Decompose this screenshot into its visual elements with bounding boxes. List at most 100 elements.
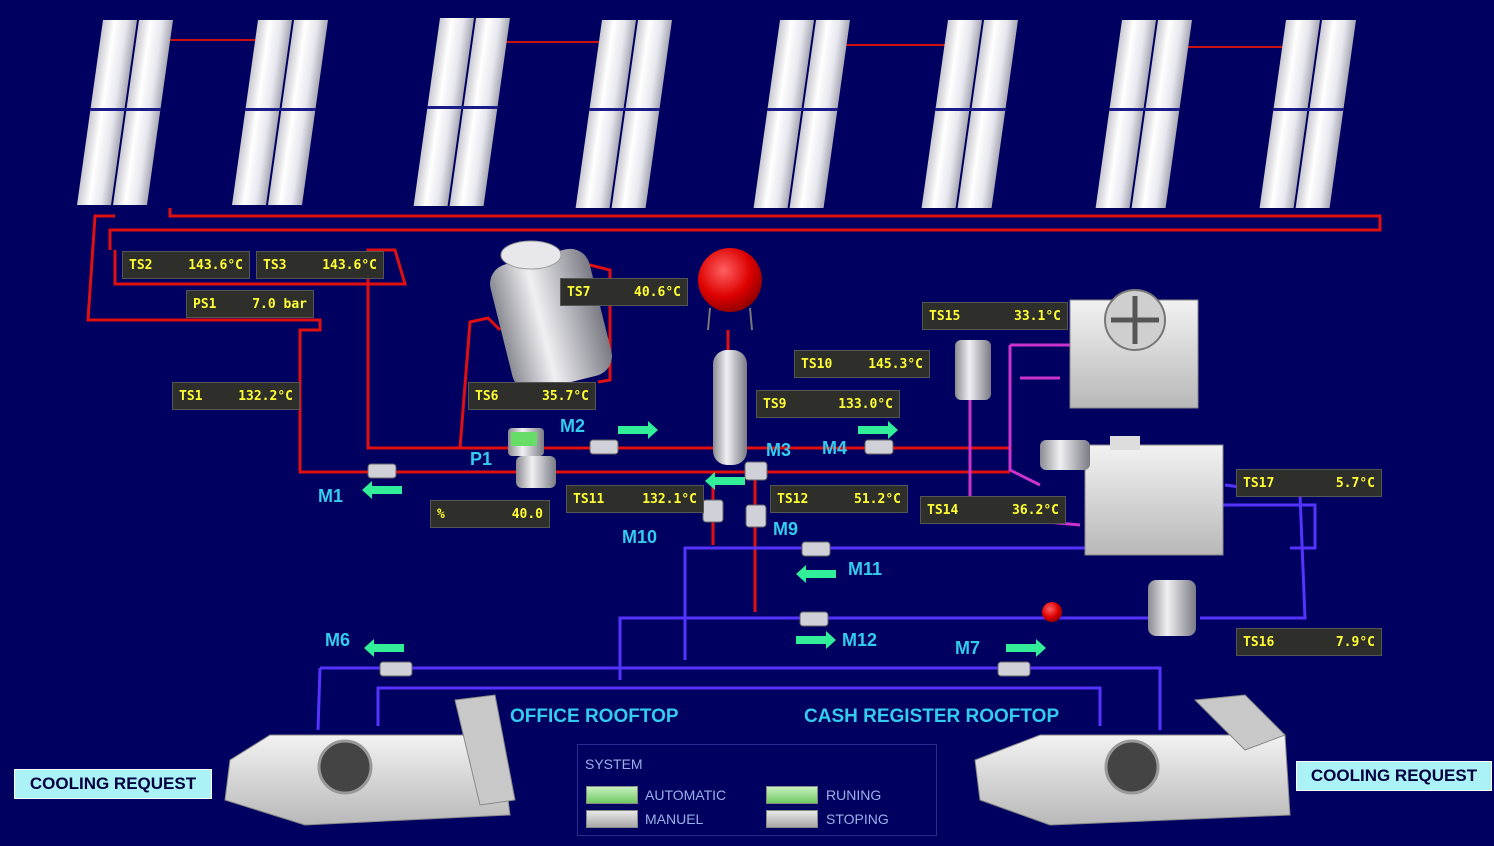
sensor-ts9-tag: TS9 xyxy=(763,396,787,412)
stoping-button[interactable] xyxy=(766,810,818,828)
label-m4[interactable]: M4 xyxy=(822,438,848,458)
label-m1: M1 xyxy=(318,486,344,506)
pump-cooling-tower xyxy=(955,340,991,400)
expansion-vessel xyxy=(698,248,762,331)
label-m12[interactable]: M12 xyxy=(842,630,878,650)
flow-arrows xyxy=(362,421,1046,657)
system-panel: SYSTEM AUTOMATIC MANUEL RUNING STOPING xyxy=(577,744,937,836)
arrow-m4 xyxy=(858,421,898,439)
label-m9[interactable]: M9 xyxy=(773,519,799,539)
collector-top-lines xyxy=(160,39,1290,48)
sensor-ts10-tag: TS10 xyxy=(801,356,833,372)
sensor-pump-speed-tag: % xyxy=(437,506,445,522)
sensor-ts1-value: 132.2°C xyxy=(238,388,293,404)
buffer-column xyxy=(713,350,747,465)
sensor-ts9: TS9 133.0°C xyxy=(756,390,900,418)
stoping-label: STOPING xyxy=(826,811,889,827)
pump-chilled xyxy=(1042,580,1196,636)
solar-collector-8 xyxy=(1259,20,1356,208)
sensor-ts16-tag: TS16 xyxy=(1243,634,1275,650)
valve-m3 xyxy=(744,461,768,481)
sensor-ts11: TS11 132.1°C xyxy=(566,485,704,513)
runing-button[interactable] xyxy=(766,786,818,804)
zone-office-rooftop: OFFICE ROOFTOP xyxy=(510,706,679,727)
solar-collector-4 xyxy=(575,20,672,208)
valve-m11 xyxy=(801,541,831,557)
sensor-ps1-tag: PS1 xyxy=(193,296,217,312)
absorption-chiller xyxy=(1040,436,1224,556)
sensor-ts16-value: 7.9°C xyxy=(1335,634,1375,650)
manuel-button[interactable] xyxy=(586,810,638,828)
label-m7[interactable]: M7 xyxy=(955,638,981,658)
sensor-ts7-tag: TS7 xyxy=(567,284,591,300)
sensor-ts15-value: 33.1°C xyxy=(1014,308,1061,324)
valve-m10 xyxy=(702,499,724,523)
cooling-request-cash[interactable]: COOLING REQUEST xyxy=(1296,761,1492,791)
sensor-ts15: TS15 33.1°C xyxy=(922,302,1068,330)
solar-collectors xyxy=(76,18,1356,208)
sensor-ts2-value: 143.6°C xyxy=(188,257,243,273)
office-rooftop-unit xyxy=(224,694,516,826)
sensor-ts12-value: 51.2°C xyxy=(854,491,901,507)
label-m6[interactable]: M6 xyxy=(325,630,351,650)
sensor-ts14: TS14 36.2°C xyxy=(920,496,1066,524)
sensor-ts7-value: 40.6°C xyxy=(634,284,681,300)
sensor-ts6-tag: TS6 xyxy=(475,388,499,404)
manuel-label: MANUEL xyxy=(645,811,704,827)
sensor-ts3-value: 143.6°C xyxy=(322,257,377,273)
system-title: SYSTEM xyxy=(585,756,643,772)
sensor-ts15-tag: TS15 xyxy=(929,308,961,324)
automatic-button[interactable] xyxy=(586,786,638,804)
cash-register-rooftop-unit xyxy=(974,694,1291,826)
solar-collector-3 xyxy=(413,18,510,206)
sensor-ts12: TS12 51.2°C xyxy=(770,485,908,513)
sensor-ts12-tag: TS12 xyxy=(777,491,809,507)
sensor-ts1-tag: TS1 xyxy=(179,388,203,404)
label-p1[interactable]: P1 xyxy=(470,449,493,469)
label-m10[interactable]: M10 xyxy=(622,527,658,547)
sensor-ts14-value: 36.2°C xyxy=(1012,502,1059,518)
sensor-ps1-value: 7.0 bar xyxy=(252,296,307,312)
arrow-m6 xyxy=(364,639,404,657)
label-m11[interactable]: M11 xyxy=(848,559,883,579)
solar-collector-2 xyxy=(231,20,328,205)
solar-collector-6 xyxy=(921,20,1018,208)
valves xyxy=(367,439,1031,677)
chilled-water-pipes xyxy=(316,483,1317,731)
sensor-ps1: PS1 7.0 bar xyxy=(186,290,314,318)
sensor-ts11-value: 132.1°C xyxy=(642,491,697,507)
arrow-m11 xyxy=(796,565,836,583)
storage-tank xyxy=(490,240,612,392)
label-m3[interactable]: M3 xyxy=(766,440,792,460)
zone-cash-register-rooftop: CASH REGISTER ROOFTOP xyxy=(804,706,1060,727)
valve-m6 xyxy=(379,661,413,677)
sensor-pump-speed-value: 40.0 xyxy=(511,506,543,522)
label-m2[interactable]: M2 xyxy=(560,416,586,436)
valve-m9 xyxy=(745,504,767,528)
sensor-ts10-value: 145.3°C xyxy=(868,356,923,372)
automatic-label: AUTOMATIC xyxy=(645,787,727,803)
arrow-m2 xyxy=(618,421,658,439)
valve-m4 xyxy=(864,439,894,455)
sensor-ts17: TS17 5.7°C xyxy=(1236,469,1382,497)
pump-p1 xyxy=(508,428,556,488)
sensor-ts9-value: 133.0°C xyxy=(838,396,893,412)
solar-collector-1 xyxy=(76,20,173,205)
hot-water-pipes xyxy=(86,208,1382,612)
solar-collector-5 xyxy=(753,20,850,208)
sensor-ts11-tag: TS11 xyxy=(573,491,605,507)
sensor-ts17-tag: TS17 xyxy=(1243,475,1275,491)
runing-label: RUNING xyxy=(826,787,882,803)
dry-cooler xyxy=(1069,289,1199,409)
valve-m2 xyxy=(589,439,619,455)
arrow-m7 xyxy=(1006,639,1046,657)
sensor-pump-speed: % 40.0 xyxy=(430,500,550,528)
sensor-ts14-tag: TS14 xyxy=(927,502,959,518)
cooling-request-office[interactable]: COOLING REQUEST xyxy=(14,769,212,799)
sensor-ts17-value: 5.7°C xyxy=(1335,475,1375,491)
valve-m1 xyxy=(367,463,397,479)
sensor-ts6-value: 35.7°C xyxy=(542,388,589,404)
